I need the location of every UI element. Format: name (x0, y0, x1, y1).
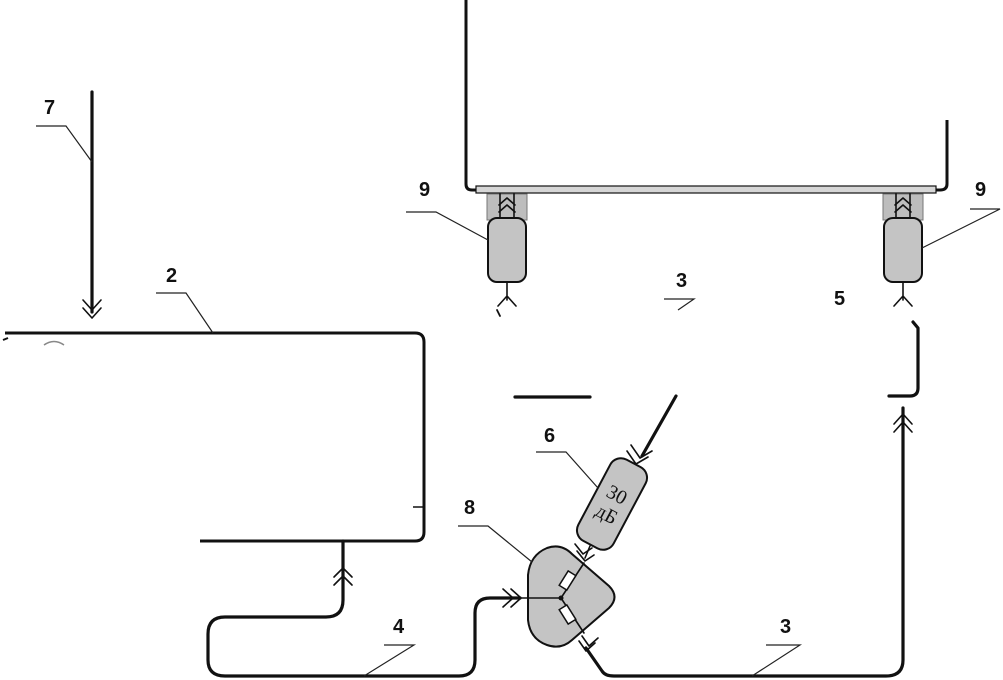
splitter-8 (519, 545, 616, 648)
attenuator-6 (574, 457, 649, 562)
cable-6-input (626, 394, 678, 465)
adapter-9-left (486, 193, 528, 307)
label-5: 5 (834, 288, 845, 310)
label-6: 6 (544, 425, 555, 447)
label-7: 7 (44, 97, 55, 119)
device-chamber (464, 0, 949, 194)
label-9-left: 9 (419, 179, 430, 201)
leader-lines (36, 125, 1001, 677)
device-2 (2, 331, 426, 543)
callout-labels: 7 2 9 9 3 5 6 8 4 3 (44, 97, 986, 638)
label-4: 4 (393, 616, 405, 638)
label-3-bottom: 3 (780, 616, 791, 638)
label-9-right: 9 (975, 179, 986, 201)
label-8: 8 (464, 497, 475, 519)
adapter-9-right (882, 193, 924, 307)
label-3-top: 3 (676, 270, 687, 292)
cable-7 (82, 90, 102, 319)
label-2: 2 (166, 265, 177, 287)
cable-4 (206, 539, 522, 678)
cable-3 (578, 406, 913, 678)
obscured-element-5 (496, 309, 920, 399)
